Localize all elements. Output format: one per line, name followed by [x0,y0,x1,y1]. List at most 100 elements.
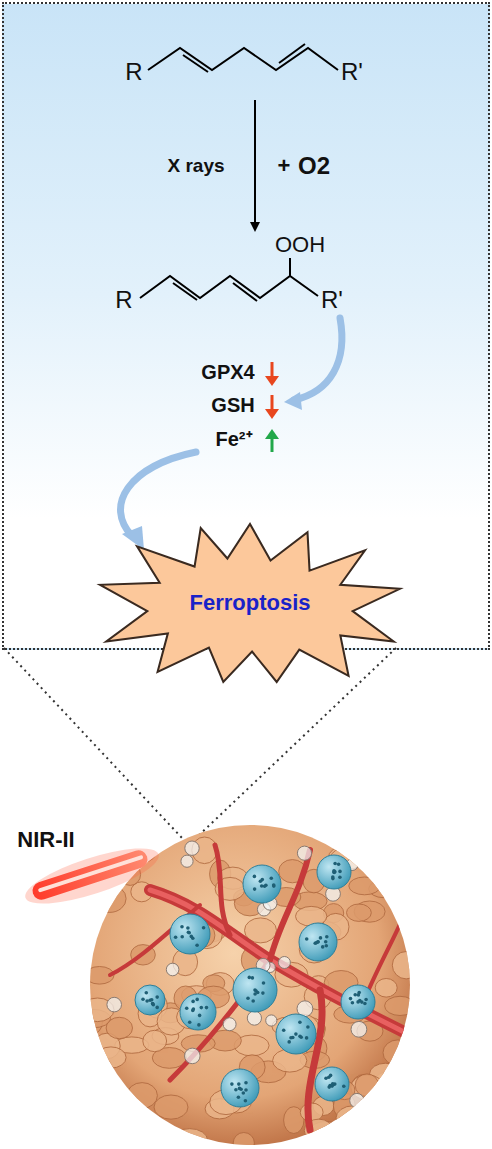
nanoparticle-dot [327,1076,331,1080]
nanoparticle-dot [363,1002,367,1006]
nanoparticle-dot [282,1028,286,1032]
tumor-cell [127,1083,158,1109]
nanoparticle-dot [234,1088,238,1092]
nanoparticle [317,855,351,889]
tumor-cell [349,877,381,895]
arrow-head [284,392,302,410]
nanoparticle [135,985,165,1015]
nanoparticle-dot [197,1023,201,1027]
nanoparticle-dot [180,925,184,929]
nanoparticle-dot [360,1000,364,1004]
nanoparticle-dot [342,1085,346,1089]
nanoparticle-dot [333,870,337,874]
nanoparticle-dot [351,1001,355,1005]
nanoparticle-dot [261,991,265,995]
text-label: R' [341,59,363,85]
nanoparticle-dot [272,883,276,887]
nanoparticle-dot [186,926,190,930]
nanoparticle-dot [327,1085,331,1089]
text-label: R [125,59,142,85]
nanoparticle-dot [237,1096,241,1100]
nanoparticle-dot [244,1099,248,1103]
nanoparticle-dot [251,999,255,1003]
tumor-cell [90,812,123,838]
nanoparticle-dot [306,1025,310,1029]
text-label: O2 [298,153,330,179]
nanoparticle-dot [248,976,252,980]
nanoparticle-dot [155,995,159,999]
nanoparticle-dot [237,1082,241,1086]
nanoparticle-dot [333,862,337,866]
nanoparticle-dot [272,884,276,888]
nanoparticle-dot [230,1082,234,1086]
nanoparticle-dot [192,1007,196,1011]
nanoparticle-dot [337,862,341,866]
nanoparticle-dot [253,887,257,891]
oxygen-bubble [343,1118,357,1132]
tumor-cell [172,1129,208,1149]
nanoparticle-dot [353,993,357,997]
reaction-arrow [254,100,256,228]
nanoparticle-dot [325,935,329,939]
oxygen-bubble [266,1015,277,1026]
nanoparticle-dot [244,1088,248,1092]
nanoparticle-dot [316,940,320,944]
nanoparticle-dot [324,940,328,944]
nanoparticle-dot [338,870,342,874]
nanoparticle-dot [190,935,194,939]
oxygen-bubbles [107,841,401,1131]
nanoparticle-dot [260,884,264,888]
nanoparticle-dot [319,936,323,940]
nanoparticles [135,855,375,1107]
level-arrows [265,362,279,452]
nanoparticle-dot [251,976,255,980]
nanoparticle-dot [298,1021,302,1025]
tumor-cell [173,1135,194,1149]
tumor-cell [78,819,105,836]
nanoparticle-dot [242,1091,246,1095]
tumor-cell [106,1017,132,1038]
nanoparticle [276,1014,316,1054]
text-label: GSH [211,394,254,416]
oxygen-bubble [387,1078,401,1092]
nanoparticle-dot [364,998,368,1002]
tumor-cell [348,1130,383,1149]
nanoparticle-dot [331,875,335,879]
nanoparticle-dot [270,876,274,880]
nanoparticle-dot [356,1000,360,1004]
nanoparticle-dot [191,1000,195,1004]
text-label: + [278,154,291,178]
text-label: X rays [167,156,224,177]
oxygen-bubble [363,1108,376,1121]
nanoparticle-dot [253,992,257,996]
arrow-head [122,526,144,550]
tumor-cell [374,815,396,836]
text-label: Fe²⁺ [216,428,253,450]
oxygen-bubble [166,963,179,976]
tumor-cell [392,952,420,979]
nanoparticle-dot [185,1007,189,1011]
nanoparticle-dot [294,1032,298,1036]
tumor-cell [96,1047,126,1068]
nanoparticle-dot [287,1040,291,1044]
nanoparticle [180,994,216,1030]
text-label: NIR-II [17,828,74,852]
curved-arrow [121,452,196,536]
nanoparticle-dot [155,1006,159,1010]
curved-arrow [294,318,342,400]
nanoparticle-dot [180,935,184,939]
starburst-node: Ferroptosis [96,522,404,684]
nanoparticle-dot [202,926,206,930]
nanoparticle-dot [145,999,149,1003]
oxygen-bubble [185,841,199,855]
nanoparticle-dot [238,1087,242,1091]
nanoparticle-dot [332,870,336,874]
tumor-cell [154,1095,188,1119]
oxygen-bubble [223,1018,236,1031]
hydroperoxide-structure [140,258,318,301]
tumor-cell [347,904,372,921]
nanoparticle-dot [187,931,191,935]
oxygen-bubble [297,846,311,860]
tumor-cell [336,1106,371,1130]
nanoparticle-dot [289,1036,293,1040]
